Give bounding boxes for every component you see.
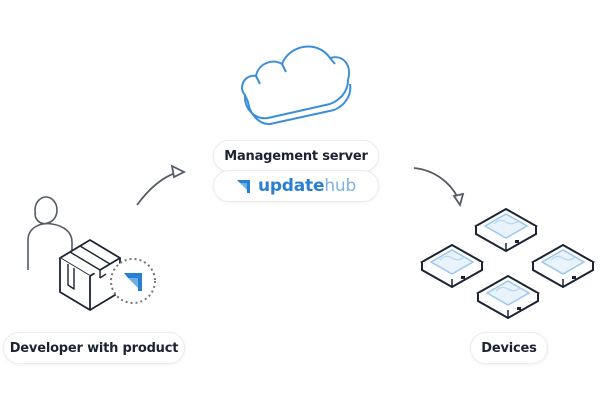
device-icon xyxy=(421,244,483,288)
developer-label: Developer with product xyxy=(3,332,185,364)
brand-update-text: update xyxy=(257,176,325,196)
management-server-label: Management server xyxy=(213,140,379,172)
devices-text: Devices xyxy=(481,340,537,356)
device-icon xyxy=(475,208,537,252)
device-icon xyxy=(477,275,539,319)
devices-label: Devices xyxy=(470,332,548,364)
updatehub-logo-icon xyxy=(110,258,156,304)
package-icon xyxy=(59,239,121,311)
cloud-icon xyxy=(241,45,352,126)
developer-text: Developer with product xyxy=(9,340,179,356)
updatehub-mark-icon xyxy=(236,180,250,193)
brand-hub-text: hub xyxy=(324,176,357,196)
arrow-server-to-devices xyxy=(413,167,465,208)
arrow-developer-to-server xyxy=(136,164,187,206)
management-server-text: Management server xyxy=(224,148,368,164)
device-icon xyxy=(532,244,594,288)
